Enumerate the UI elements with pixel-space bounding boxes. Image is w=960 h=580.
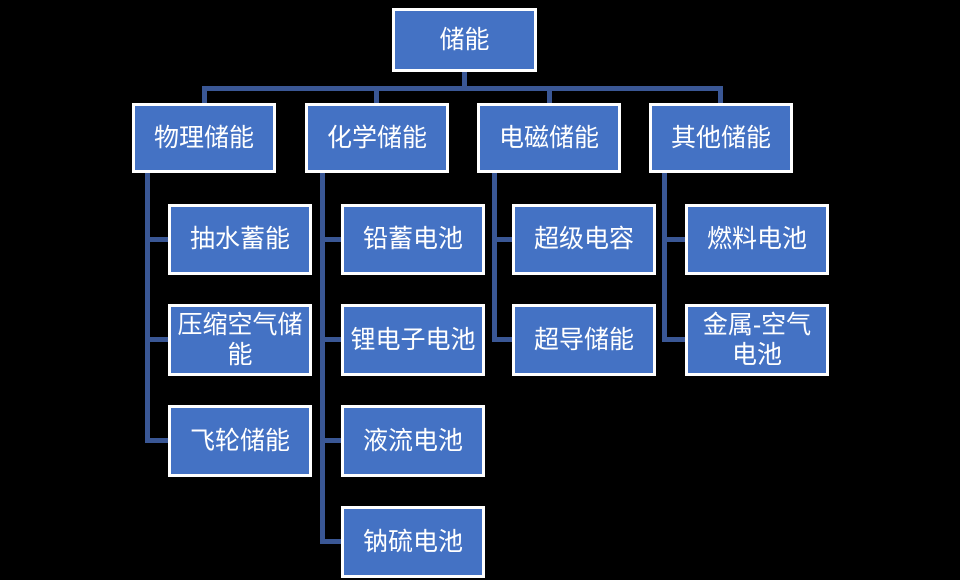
connector-stub-lead-acid bbox=[320, 237, 341, 242]
connector-stub-lithium-ion bbox=[320, 337, 341, 342]
node-label: 飞轮储能 bbox=[189, 426, 290, 455]
node-child-compressed-air: 压缩空气储能 bbox=[168, 304, 312, 376]
connector-stub-superconducting bbox=[492, 337, 512, 342]
connector-drop-electromagnetic bbox=[547, 86, 552, 103]
connector-drop-other bbox=[718, 86, 723, 103]
node-label: 化学储能 bbox=[326, 123, 427, 152]
node-child-flywheel: 飞轮储能 bbox=[168, 405, 312, 477]
node-child-sodium-sulfur: 钠硫电池 bbox=[341, 506, 485, 578]
node-label: 锂电子电池 bbox=[350, 325, 476, 354]
node-label: 物理储能 bbox=[153, 123, 254, 152]
connector-col-electromagnetic bbox=[492, 173, 497, 342]
connector-stub-compressed-air bbox=[145, 337, 168, 342]
connector-stub-pumped-hydro bbox=[145, 237, 168, 242]
node-child-flow-battery: 液流电池 bbox=[341, 405, 485, 477]
node-branch-physical: 物理储能 bbox=[132, 103, 276, 173]
connector-stub-supercapacitor bbox=[492, 237, 512, 242]
node-label: 储能 bbox=[439, 25, 490, 54]
node-label: 超级电容 bbox=[533, 225, 634, 254]
node-child-pumped-hydro: 抽水蓄能 bbox=[168, 204, 312, 275]
node-label: 抽水蓄能 bbox=[189, 225, 290, 254]
node-label: 金属-空气电池 bbox=[702, 310, 812, 370]
node-child-superconducting: 超导储能 bbox=[512, 304, 656, 376]
node-branch-other: 其他储能 bbox=[649, 103, 793, 173]
node-label: 液流电池 bbox=[362, 426, 463, 455]
node-branch-chemical: 化学储能 bbox=[305, 103, 449, 173]
node-label: 压缩空气储能 bbox=[177, 310, 303, 370]
connector-stub-flywheel bbox=[145, 438, 168, 443]
node-child-lithium-ion: 锂电子电池 bbox=[341, 304, 485, 376]
node-root-energy-storage: 储能 bbox=[392, 8, 537, 72]
node-label: 超导储能 bbox=[533, 325, 634, 354]
connector-col-other bbox=[662, 173, 667, 342]
node-child-lead-acid: 铅蓄电池 bbox=[341, 204, 485, 275]
node-branch-electromagnetic: 电磁储能 bbox=[477, 103, 621, 173]
node-label: 燃料电池 bbox=[706, 225, 807, 254]
connector-drop-chemical bbox=[374, 86, 379, 103]
node-label: 铅蓄电池 bbox=[362, 225, 463, 254]
node-child-metal-air: 金属-空气电池 bbox=[685, 304, 829, 376]
node-child-supercapacitor: 超级电容 bbox=[512, 204, 656, 275]
connector-stub-flow-battery bbox=[320, 438, 341, 443]
node-label: 其他储能 bbox=[670, 123, 771, 152]
connector-stub-fuel-cell bbox=[662, 237, 685, 242]
connector-drop-physical bbox=[202, 86, 207, 103]
connector-stub-metal-air bbox=[662, 337, 685, 342]
connector-col-physical bbox=[145, 173, 150, 443]
node-label: 钠硫电池 bbox=[362, 527, 463, 556]
node-child-fuel-cell: 燃料电池 bbox=[685, 204, 829, 275]
connector-bus bbox=[202, 86, 723, 91]
node-label: 电磁储能 bbox=[498, 123, 599, 152]
connector-stub-sodium-sulfur bbox=[320, 539, 341, 544]
connector-col-chemical bbox=[320, 173, 325, 544]
connector-root-drop bbox=[462, 72, 467, 88]
